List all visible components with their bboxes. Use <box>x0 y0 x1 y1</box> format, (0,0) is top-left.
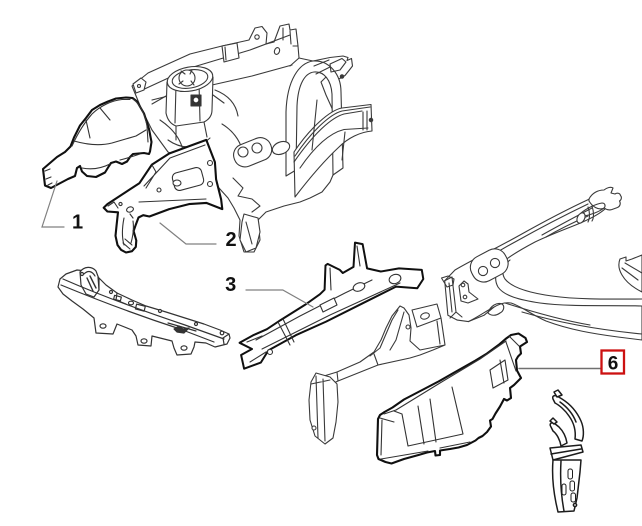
svg-text:3: 3 <box>225 274 236 296</box>
svg-text:2: 2 <box>225 229 236 251</box>
svg-text:6: 6 <box>608 354 619 375</box>
svg-text:1: 1 <box>72 212 83 234</box>
